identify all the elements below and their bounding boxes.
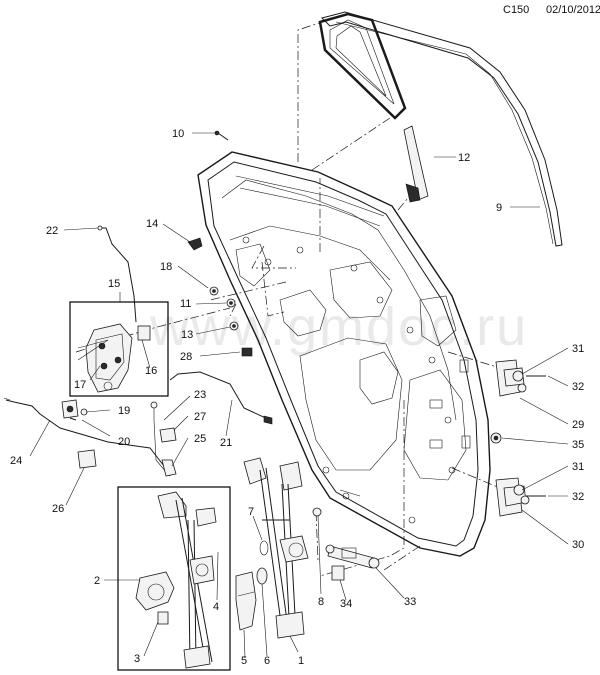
retainer-part <box>161 459 177 477</box>
callout-31-lower: 31 <box>572 461 584 473</box>
callout-32-upper: 32 <box>572 381 584 393</box>
callout-21: 21 <box>220 437 232 449</box>
callout-5: 5 <box>241 655 247 667</box>
callout-20: 20 <box>118 436 130 448</box>
regulator-detail-box <box>117 486 231 671</box>
quarter-window-frame <box>318 12 407 120</box>
callout-32-lower: 32 <box>572 491 584 503</box>
callout-10: 10 <box>172 128 184 140</box>
lock-actuator-parts <box>61 399 88 421</box>
foam-pad <box>77 449 97 469</box>
callout-34: 34 <box>340 598 352 610</box>
callout-labels: 1 2 3 4 5 6 7 8 9 10 11 12 13 14 15 16 1… <box>10 128 584 667</box>
fasteners <box>187 130 502 581</box>
callout-4: 4 <box>213 601 219 613</box>
window-regulator <box>243 457 309 639</box>
callout-18: 18 <box>160 261 172 273</box>
assembly-lines <box>75 21 501 577</box>
diagram-code: C150 <box>503 4 530 16</box>
hinges <box>495 359 546 517</box>
window-regulator-motor <box>135 491 217 669</box>
callout-1: 1 <box>298 655 304 667</box>
callout-9: 9 <box>496 202 502 214</box>
lock-detail-box <box>69 301 169 397</box>
door-inner-panel <box>197 151 491 557</box>
callout-19: 19 <box>118 405 130 417</box>
crank-spring <box>259 540 269 556</box>
callout-25: 25 <box>194 433 206 445</box>
window-crank <box>235 571 257 631</box>
inside-handle-cable <box>150 371 273 473</box>
callout-13: 13 <box>181 329 193 341</box>
callout-22: 22 <box>46 225 58 237</box>
callout-30: 30 <box>572 539 584 551</box>
callout-29: 29 <box>572 419 584 431</box>
door-lock <box>77 323 151 393</box>
leader-lines <box>29 132 569 659</box>
callout-7: 7 <box>248 506 254 518</box>
crank-washer <box>256 567 268 585</box>
callout-6: 6 <box>264 655 270 667</box>
callout-11: 11 <box>180 298 191 310</box>
window-run-channel <box>321 11 563 247</box>
callout-31-upper: 31 <box>572 343 584 355</box>
callout-16: 16 <box>145 365 157 377</box>
callout-33: 33 <box>404 596 416 608</box>
callout-26: 26 <box>52 503 64 515</box>
callout-15: 15 <box>108 278 120 290</box>
callout-17: 17 <box>74 379 86 391</box>
callout-14: 14 <box>146 218 158 230</box>
lock-rod <box>97 225 137 323</box>
callout-24: 24 <box>10 455 22 467</box>
outside-handle-rod <box>3 397 171 477</box>
callout-27: 27 <box>194 411 206 423</box>
callout-35: 35 <box>572 439 584 451</box>
callout-23: 23 <box>194 389 206 401</box>
diagram-date: 02/10/2012 <box>546 4 600 16</box>
callout-3: 3 <box>134 653 140 665</box>
callout-8: 8 <box>318 596 324 608</box>
door-check-strap <box>325 544 380 569</box>
division-channel <box>403 125 429 203</box>
callout-12: 12 <box>458 152 470 164</box>
callout-28: 28 <box>180 351 192 363</box>
clip-part <box>159 427 177 443</box>
callout-2: 2 <box>94 575 100 587</box>
